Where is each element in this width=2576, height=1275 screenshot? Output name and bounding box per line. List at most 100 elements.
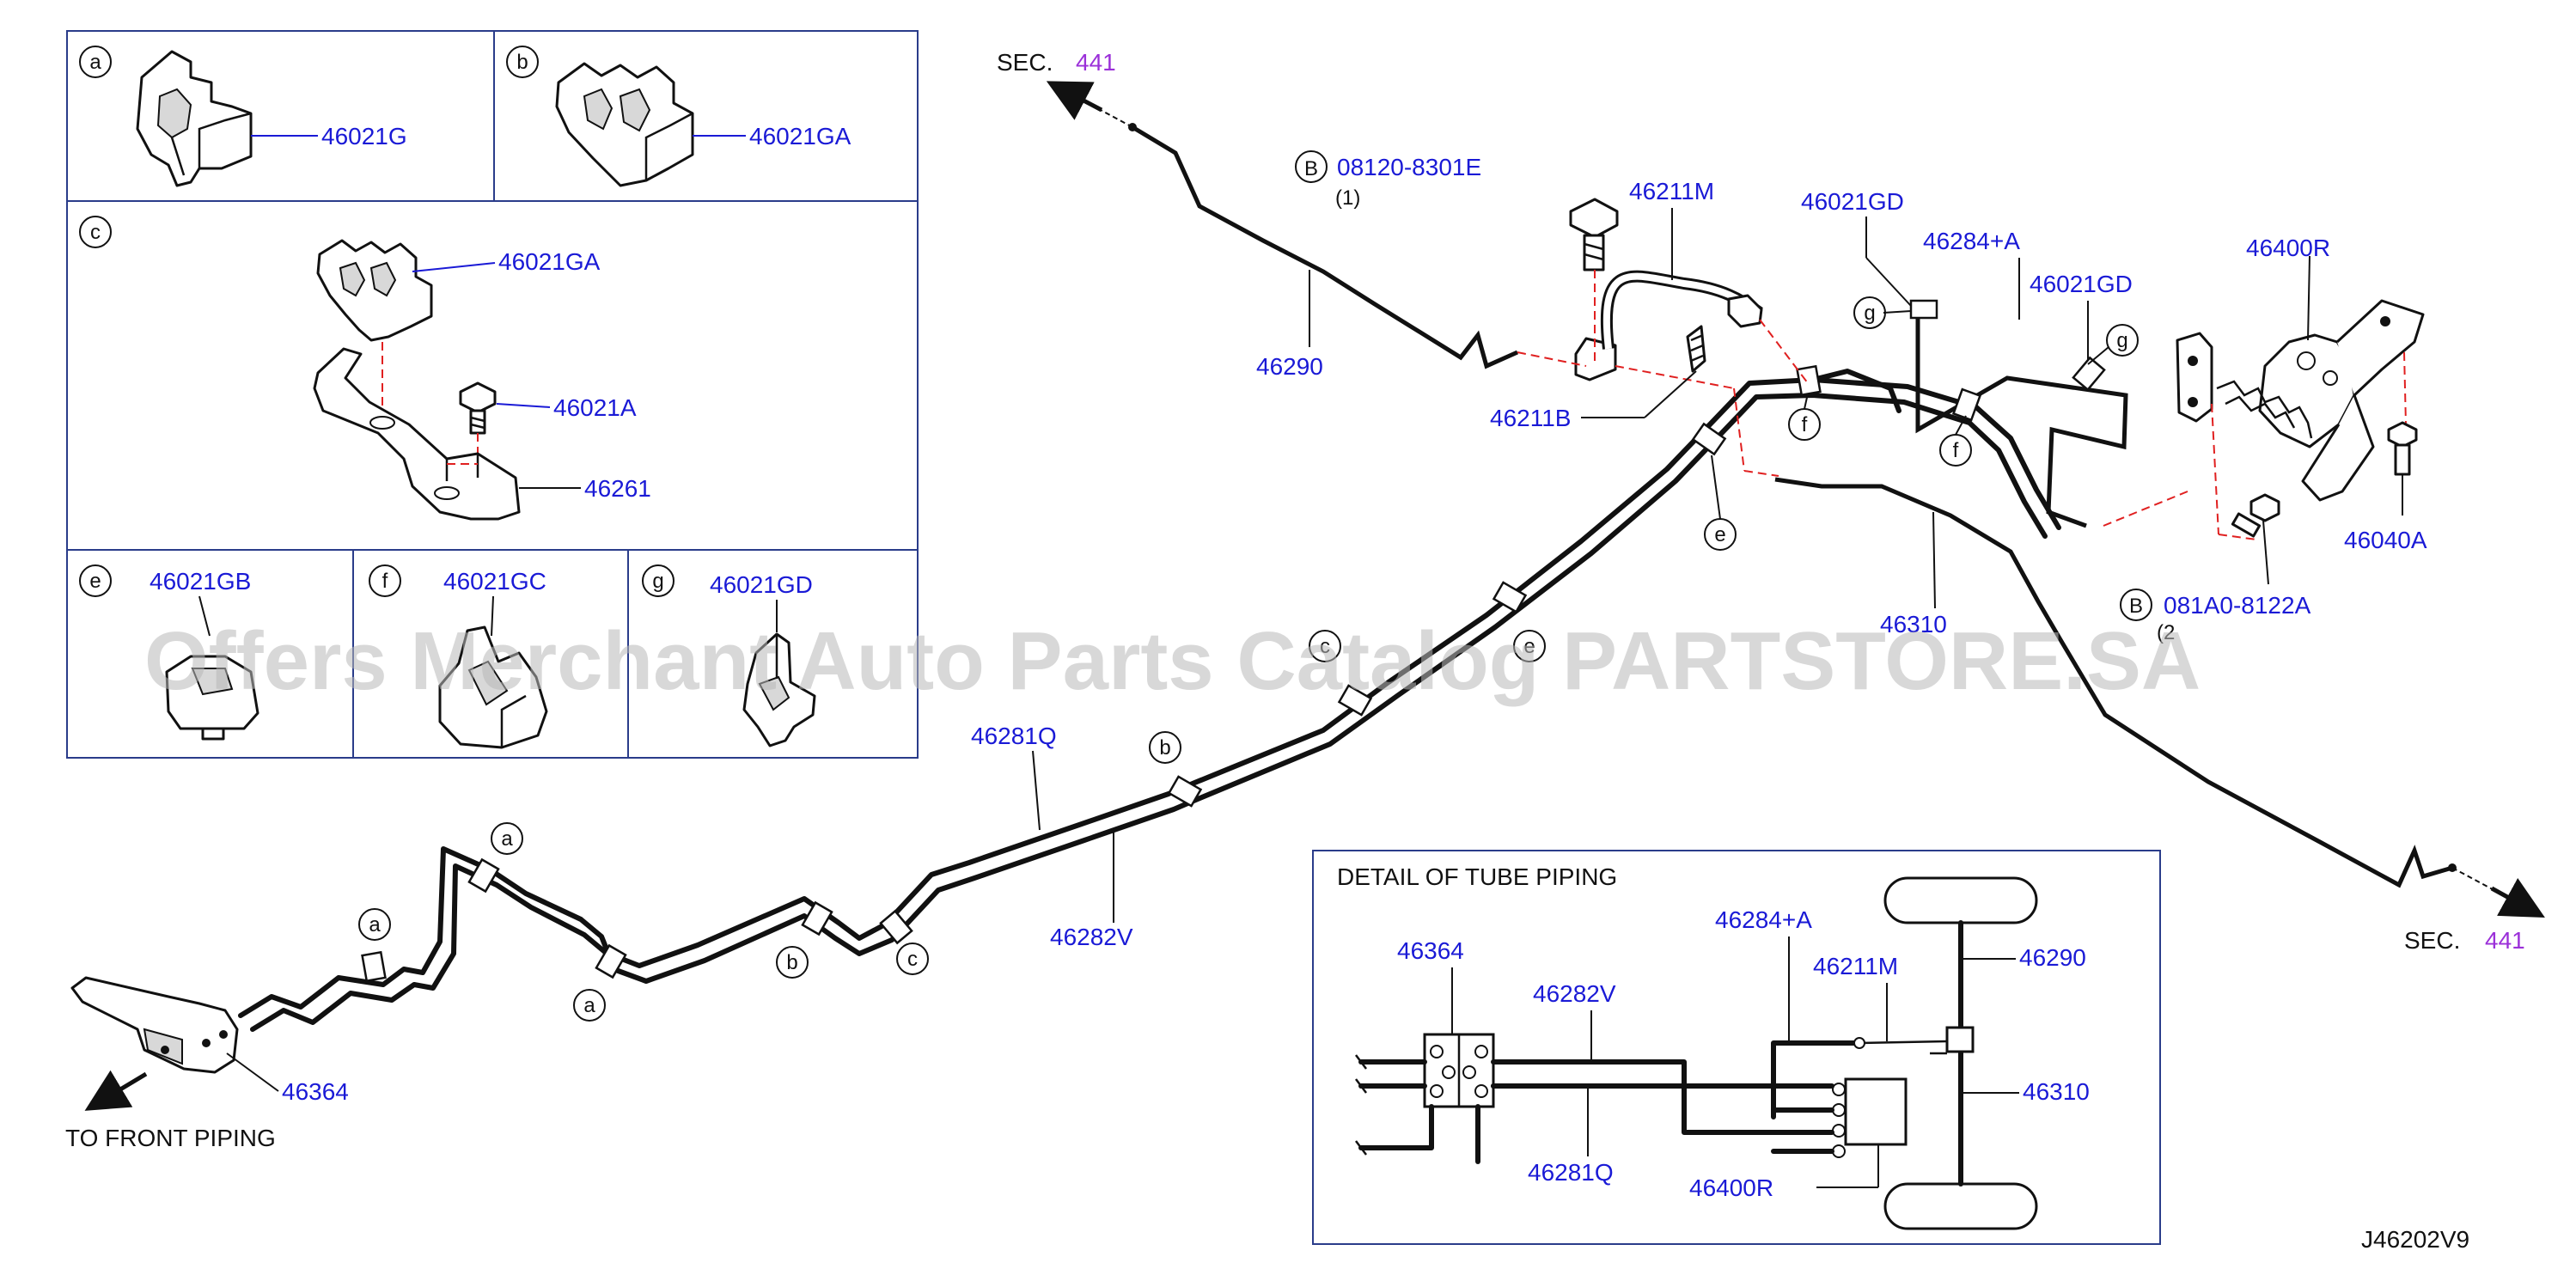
clip-panel-a[interactable]: a 46021G — [79, 46, 407, 187]
callout-g-1: g — [1853, 296, 1886, 329]
sec-label-top: SEC. — [997, 49, 1053, 76]
part-number-46281q[interactable]: 46281Q — [971, 723, 1057, 749]
clip-46021ga-drawing — [555, 62, 694, 187]
bracket-46261-drawing — [313, 347, 521, 521]
hose-bracket-46211b-drawing — [1686, 325, 1706, 373]
panel-a-marker: a — [79, 46, 112, 78]
detail-label-46282v: 46282V — [1533, 980, 1616, 1007]
detail-label-46284a: 46284+A — [1715, 906, 1812, 933]
diagram-id: J46202V9 — [2361, 1226, 2469, 1253]
detail-title: DETAIL OF TUBE PIPING — [1337, 863, 1617, 890]
part-number-46021gc[interactable]: 46021GC — [443, 568, 546, 595]
svg-text:a: a — [583, 994, 595, 1017]
bolt-46040a-drawing — [2387, 421, 2418, 476]
clip-panel-g[interactable]: g 46021GD — [642, 564, 816, 747]
callout-f-2: f — [1939, 434, 1972, 467]
connector-46364-drawing — [70, 976, 239, 1074]
tube-clips — [361, 299, 2106, 983]
svg-text:e: e — [1714, 523, 1725, 546]
svg-text:g: g — [1864, 302, 1875, 325]
detail-label-46281q: 46281Q — [1528, 1159, 1614, 1186]
callout-c-1: c — [896, 943, 929, 975]
part-number-08120-8301e: 08120-8301E — [1337, 154, 1481, 180]
clip-46021gc-drawing — [438, 625, 548, 749]
to-front-piping-label: TO FRONT PIPING — [65, 1125, 276, 1151]
callout-e-2: e — [1513, 630, 1546, 662]
callout-b-1: b — [776, 946, 809, 979]
part-number-081a0-8122a: 081A0-8122A — [2164, 592, 2311, 619]
hose-46211m-drawing — [1569, 198, 1763, 381]
part-number-46284a[interactable]: 46284+A — [1923, 228, 2020, 254]
svg-text:g: g — [652, 570, 663, 593]
clip-inset-panel — [66, 30, 919, 759]
clip-46021g-drawing — [136, 50, 253, 187]
part-number-46040a[interactable]: 46040A — [2344, 527, 2427, 553]
clip-panel-b[interactable]: b 46021GA — [506, 46, 852, 187]
detail-label-46310: 46310 — [2023, 1078, 2090, 1105]
bolt-081a0-drawing — [2231, 493, 2280, 538]
sec-number-bottom[interactable]: 441 — [2485, 927, 2525, 954]
clip-panel-e[interactable]: e 46021GB — [79, 564, 259, 741]
sec-arrow-bottom — [2448, 863, 2545, 918]
svg-text:b: b — [1159, 736, 1170, 760]
svg-text:e: e — [1523, 635, 1535, 658]
part-number-46310[interactable]: 46310 — [1880, 611, 1947, 638]
part-number-46021ga-c[interactable]: 46021GA — [498, 248, 601, 275]
front-piping-arrow — [84, 1070, 148, 1111]
svg-text:f: f — [1953, 439, 1959, 462]
svg-text:f: f — [382, 570, 388, 593]
svg-text:c: c — [90, 221, 101, 244]
bolt-46021a-drawing — [459, 381, 497, 435]
main-tube-routing — [238, 125, 2453, 1032]
callout-g-2: g — [2106, 324, 2139, 357]
tube-piping-detail: DETAIL OF TUBE PIPING — [1312, 850, 2161, 1245]
clip-panel-c[interactable]: c 46021GA 46021A 46261 — [79, 216, 651, 521]
sec-arrow-top — [1046, 81, 1137, 131]
svg-text:a: a — [501, 827, 513, 851]
svg-text:g: g — [2116, 329, 2127, 352]
panel-e-marker: e — [79, 564, 112, 597]
detail-label-46400r: 46400R — [1689, 1174, 1773, 1201]
callout-b-2: b — [1149, 731, 1181, 764]
svg-text:B: B — [1304, 157, 1318, 180]
part-number-46282v[interactable]: 46282V — [1050, 924, 1133, 950]
svg-text:f: f — [1802, 413, 1808, 436]
part-number-46211m[interactable]: 46211M — [1629, 178, 1714, 204]
panel-b-marker: b — [506, 46, 539, 78]
detail-label-46290: 46290 — [2019, 944, 2086, 971]
part-number-46400r[interactable]: 46400R — [2246, 235, 2330, 261]
sec-number-top[interactable]: 441 — [1076, 49, 1116, 76]
part-number-46021gd-2[interactable]: 46021GD — [2030, 271, 2133, 297]
svg-text:a: a — [369, 913, 381, 936]
part-number-46021g[interactable]: 46021G — [321, 123, 407, 149]
callout-a-1: a — [358, 908, 391, 941]
svg-text:c: c — [1320, 635, 1330, 658]
part-number-46364[interactable]: 46364 — [282, 1078, 349, 1105]
panel-c-marker: c — [79, 216, 112, 248]
callout-e-1: e — [1704, 518, 1737, 551]
bolt-qty-2: (2 — [2157, 621, 2175, 644]
sec-label-bottom: SEC. — [2404, 927, 2460, 954]
part-number-46021gd-1[interactable]: 46021GD — [1801, 188, 1904, 215]
detail-label-46364: 46364 — [1397, 937, 1464, 964]
svg-text:c: c — [907, 948, 918, 971]
svg-text:b: b — [516, 51, 528, 74]
svg-text:b: b — [786, 951, 797, 974]
watermark-text: Offers Merchant Auto Parts Catalog PARTS… — [144, 615, 2201, 707]
part-number-46021ga-b[interactable]: 46021GA — [749, 123, 852, 149]
clip-46021gd-drawing — [742, 632, 816, 747]
bolt-08120-callout[interactable]: B 08120-8301E (1) — [1295, 150, 1481, 210]
part-number-46261[interactable]: 46261 — [584, 475, 651, 502]
part-number-46021gd-panel[interactable]: 46021GD — [710, 571, 813, 598]
svg-text:B: B — [2129, 595, 2143, 618]
part-number-46021gb[interactable]: 46021GB — [150, 568, 251, 595]
part-number-46021a[interactable]: 46021A — [553, 394, 637, 421]
detail-label-46211m: 46211M — [1813, 953, 1898, 979]
part-number-46290[interactable]: 46290 — [1256, 353, 1323, 380]
panel-f-marker: f — [369, 564, 401, 597]
clip-panel-f[interactable]: f 46021GC — [369, 564, 548, 749]
bolt-081a0-callout[interactable]: B 081A0-8122A (2 — [2120, 589, 2311, 644]
clip-46021gb-drawing — [165, 655, 259, 741]
part-number-46211b[interactable]: 46211B — [1490, 405, 1571, 431]
